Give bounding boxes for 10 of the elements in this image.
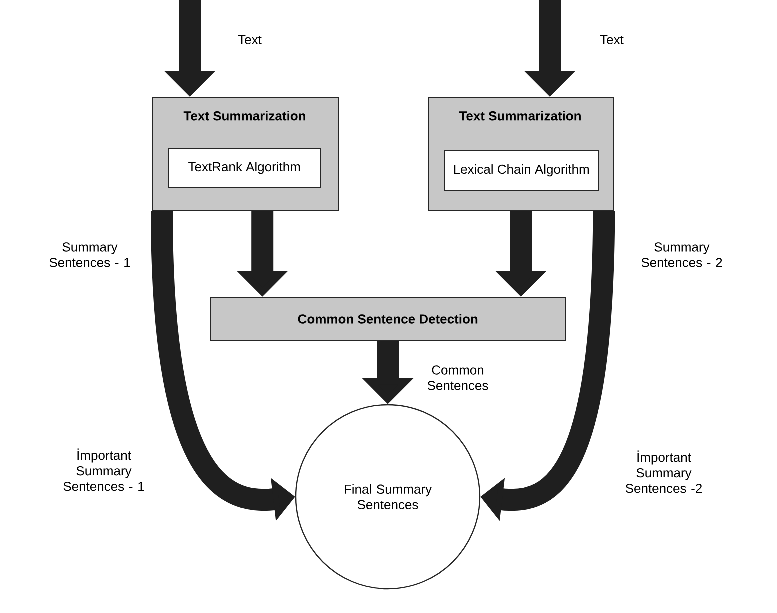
process-box: Common Sentence Detection	[210, 296, 566, 342]
edge-label: İmportant Summary Sentences -2	[626, 450, 702, 494]
output-label: Summary Sentences - 2	[642, 242, 722, 268]
edge-label: Text	[238, 35, 262, 45]
edge-label: Common Sentences	[428, 366, 488, 390]
edge-label: İmportant Summary Sentences - 1	[64, 448, 144, 492]
algorithm-box: Lexical Chain Algorithm	[444, 150, 600, 192]
edge-label: Text	[600, 35, 624, 45]
algorithm-box: TextRank Algorithm	[168, 148, 322, 188]
output-label: Summary Sentences - 1	[50, 242, 130, 268]
